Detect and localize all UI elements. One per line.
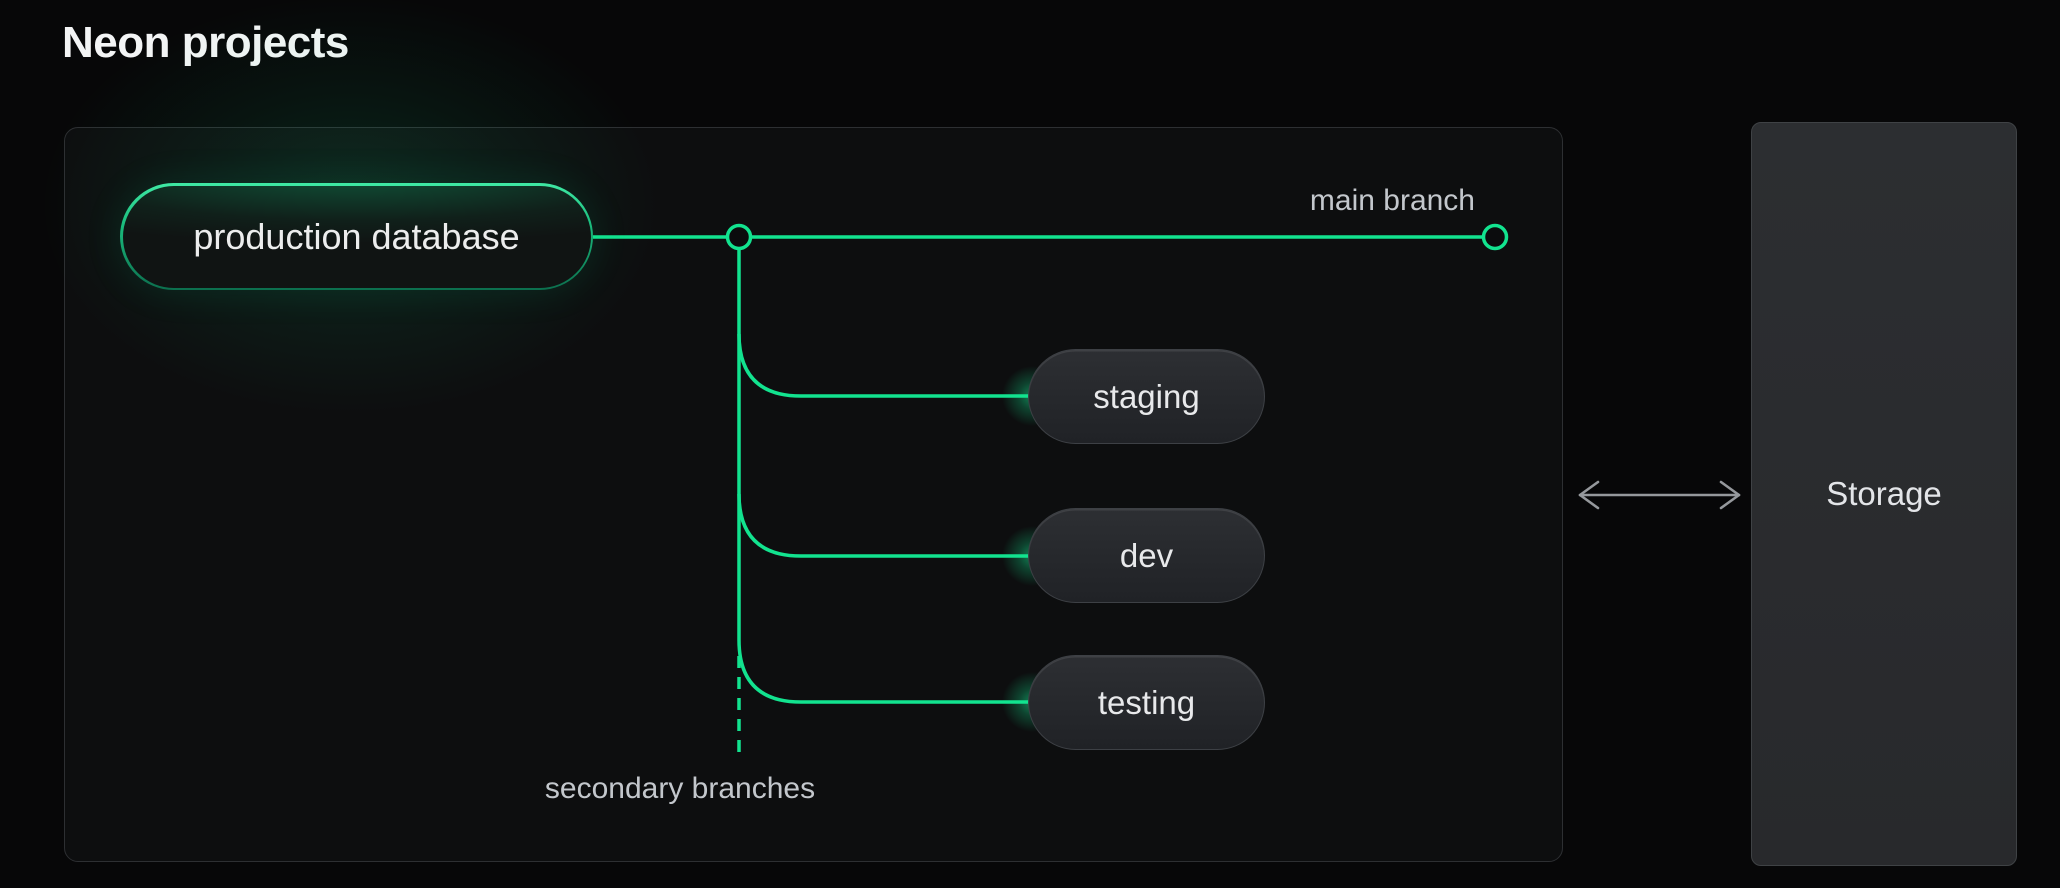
double-headed-arrow-icon bbox=[1578, 480, 1741, 510]
production-database-node: production database bbox=[120, 183, 593, 290]
main-branch-label: main branch bbox=[1309, 184, 1475, 217]
storage-box: Storage bbox=[1751, 122, 2017, 866]
branch-node-dev: dev bbox=[1028, 508, 1265, 603]
branch-node-staging: staging bbox=[1028, 349, 1265, 444]
secondary-branches-label: secondary branches bbox=[544, 772, 816, 805]
page-title: Neon projects bbox=[62, 18, 349, 67]
storage-label: Storage bbox=[1826, 475, 1942, 512]
production-database-label: production database bbox=[122, 185, 591, 288]
branch-node-testing: testing bbox=[1028, 655, 1265, 750]
